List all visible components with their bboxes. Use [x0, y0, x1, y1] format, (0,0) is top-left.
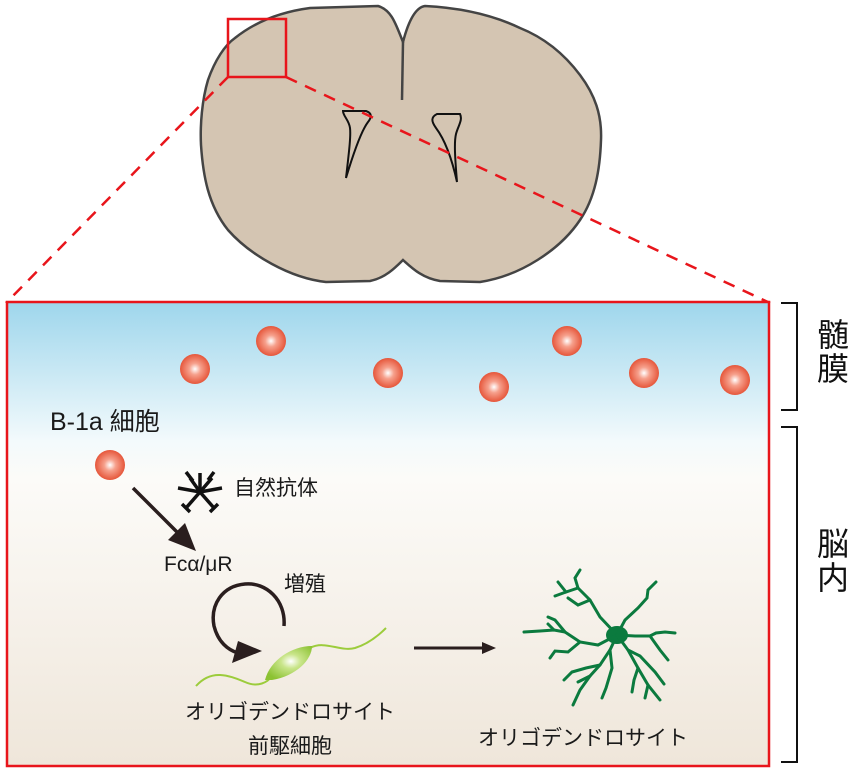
zoom-line-left — [5, 76, 229, 304]
natural-antibody-label: 自然抗体 — [234, 476, 318, 500]
meninges-bracket — [781, 302, 798, 411]
proliferation-arrow — [211, 582, 286, 663]
b1a-cell-label: B-1a 細胞 — [50, 408, 160, 436]
b-cell-icon — [180, 354, 210, 384]
opc-label-line2: 前駆細胞 — [248, 734, 332, 758]
oligodendrocyte-label: オリゴデンドロサイト — [478, 726, 688, 750]
b-cell-icon — [256, 326, 286, 356]
median-fissure — [400, 41, 405, 101]
b-cell-icon — [629, 358, 659, 388]
b-cell-icon — [95, 450, 125, 480]
opc-cell-icon — [195, 627, 387, 687]
antibody-icon — [177, 470, 223, 514]
central-canal-right — [431, 113, 462, 183]
opc-label-line1: オリゴデンドロサイト — [185, 700, 395, 724]
b-cell-icon — [479, 372, 509, 402]
opc-label: オリゴデンドロサイト 前駆細胞 — [140, 695, 440, 763]
meninges-label: 髄膜 — [812, 318, 850, 386]
b-cell-icon — [552, 326, 582, 356]
brain-parenchyma-label: 脳内 — [812, 527, 850, 595]
brain-bracket — [781, 426, 798, 763]
proliferation-label: 増殖 — [284, 572, 326, 596]
arrow-bcell-to-receptor — [131, 486, 196, 551]
spinal-cord-outline — [199, 4, 603, 284]
b-cell-icon — [720, 365, 750, 395]
b-cell-icon — [373, 358, 403, 388]
differentiation-arrow — [414, 642, 496, 654]
zoom-line-right — [285, 75, 771, 305]
receptor-label: Fcα/μR — [164, 553, 233, 576]
spinal-cord-section — [199, 4, 603, 284]
zoom-region-marker — [226, 17, 288, 79]
meningeal-b-cells — [180, 326, 750, 402]
oligodendrocyte-icon — [522, 568, 677, 707]
